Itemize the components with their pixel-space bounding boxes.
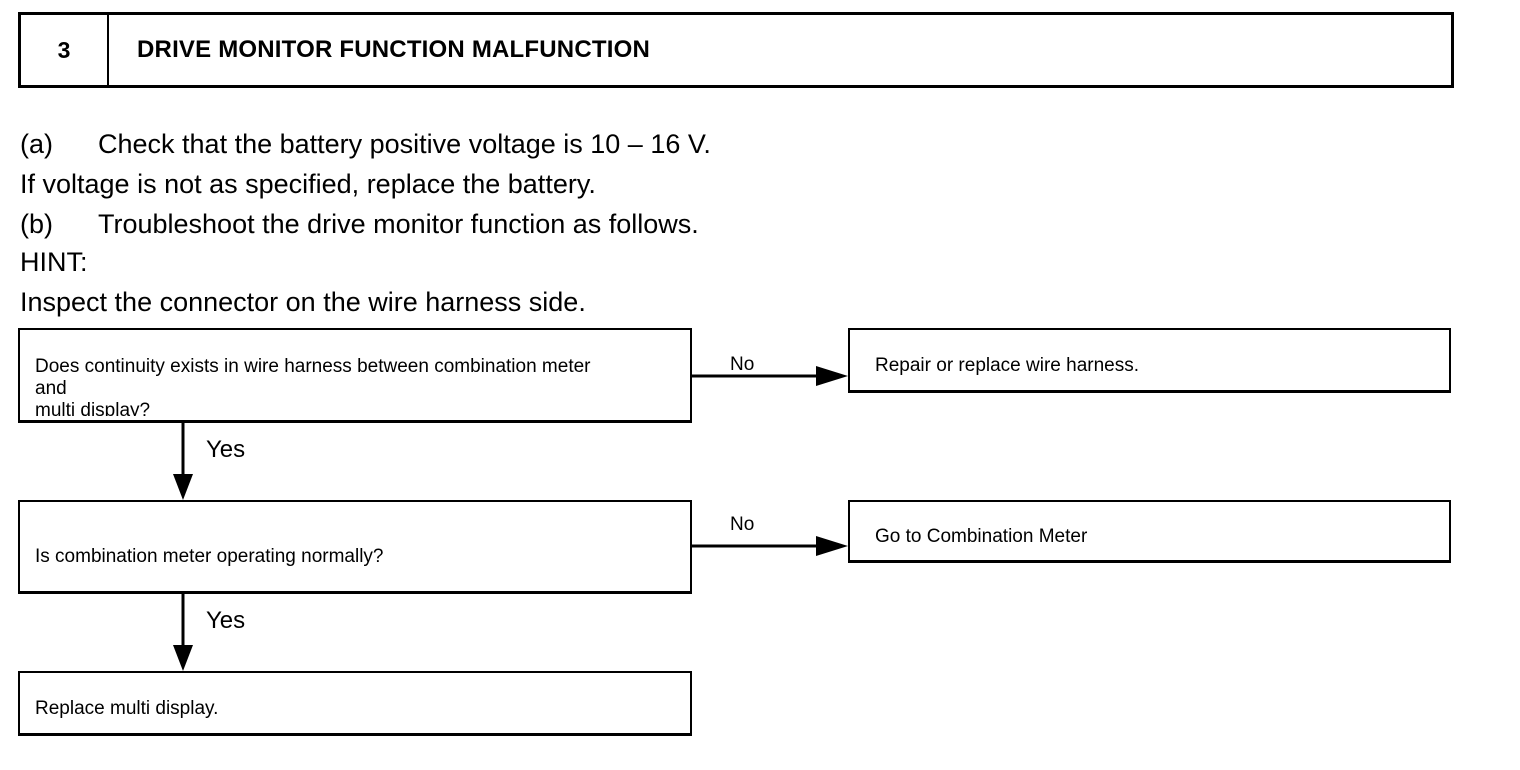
q2-no-arrowhead: [816, 536, 848, 556]
question-2-box: Is combination meter operating normally?: [18, 500, 692, 594]
q2-yes-arrowhead: [173, 645, 193, 671]
final-action-box: Replace multi display.: [18, 671, 692, 736]
q2-yes-label: Yes: [206, 607, 246, 634]
q1-yes-arrowhead: [173, 474, 193, 500]
q1-no-arrowhead: [816, 366, 848, 386]
instruction-a-text: Check that the battery positive voltage …: [98, 129, 711, 159]
hint-label: HINT:: [20, 247, 88, 277]
question-1-line-3: multi display?: [35, 400, 151, 416]
instruction-a-note: If voltage is not as specified, replace …: [20, 169, 596, 199]
q1-no-label: No: [730, 354, 755, 375]
q2-no-label: No: [730, 514, 755, 535]
step-title: DRIVE MONITOR FUNCTION MALFUNCTION: [137, 36, 650, 63]
q1-yes-label: Yes: [206, 436, 246, 463]
final-action-text: Replace multi display.: [35, 698, 219, 719]
question-1-line-1: Does continuity exists in wire harness b…: [35, 356, 591, 377]
instruction-b-text: Troubleshoot the drive monitor function …: [98, 209, 699, 239]
question-1-line-2: and: [35, 378, 67, 399]
instruction-a-tag: (a): [20, 129, 53, 159]
q2-no-action-text: Go to Combination Meter: [875, 526, 1088, 547]
step-number: 3: [21, 15, 109, 85]
q2-no-action-box: Go to Combination Meter: [848, 500, 1451, 563]
instruction-b: (b) Troubleshoot the drive monitor functi…: [20, 208, 699, 240]
question-1-box: Does continuity exists in wire harness b…: [18, 328, 692, 423]
q1-no-action-text: Repair or replace wire harness.: [875, 355, 1140, 376]
instruction-b-tag: (b): [20, 209, 53, 239]
question-1-text: Does continuity exists in wire harness b…: [35, 356, 591, 416]
hint-text: Inspect the connector on the wire harnes…: [20, 287, 586, 317]
step-header: 3 DRIVE MONITOR FUNCTION MALFUNCTION: [18, 12, 1454, 88]
question-2-text: Is combination meter operating normally?: [35, 546, 384, 567]
instruction-a: (a) Check that the battery positive volta…: [20, 128, 711, 160]
q1-no-action-box: Repair or replace wire harness.: [848, 328, 1451, 393]
